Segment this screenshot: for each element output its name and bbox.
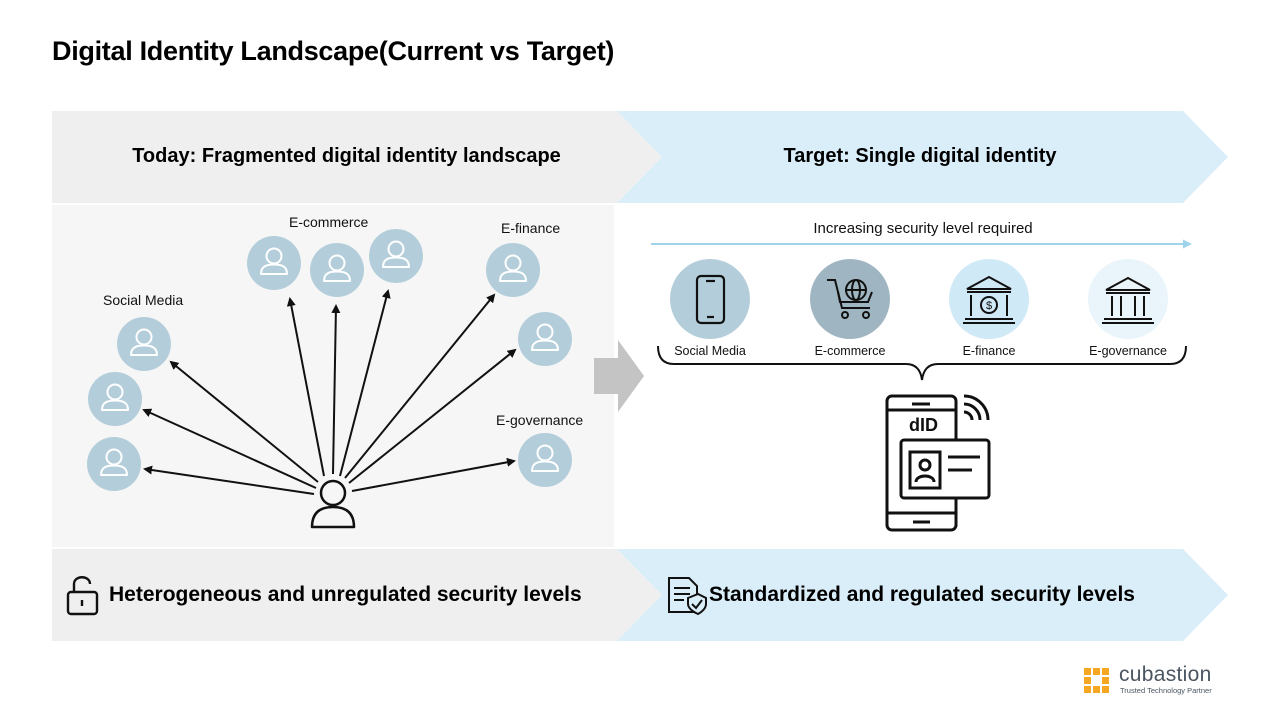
cubastion-logo-text: cubastion (1119, 663, 1212, 686)
service-label-egovernance: E-governance (1089, 344, 1167, 358)
cubastion-logo-mark (1084, 668, 1109, 693)
service-circle-efinance (949, 259, 1029, 339)
right-footer-label: Standardized and regulated security leve… (709, 583, 1135, 606)
services-brace (657, 345, 1187, 381)
arrow-to-social-3 (143, 465, 315, 495)
service-label-social-media: Social Media (674, 344, 746, 358)
shopping-cart-globe-icon (827, 279, 873, 319)
bank-dollar-icon: $ (963, 275, 1015, 324)
right-footer-band (617, 549, 1228, 641)
service-circle-egovernance (1088, 259, 1168, 339)
cubastion-tagline: Trusted Technology Partner (1120, 686, 1212, 695)
left-header-label: Today: Fragmented digital identity lands… (132, 145, 561, 167)
transition-arrow (594, 340, 644, 412)
connection-arrows (142, 289, 517, 495)
government-building-icon (1102, 276, 1154, 324)
digital-id-phone-icon (885, 394, 991, 532)
arrow-to-ecommerce-3 (339, 289, 391, 477)
page-title: Digital Identity Landscape(Current vs Ta… (52, 36, 615, 66)
person-avatar (87, 437, 141, 491)
left-footer-band (52, 549, 662, 641)
left-footer-label: Heterogeneous and unregulated security l… (109, 583, 582, 606)
arrow-to-ecommerce-1 (286, 297, 325, 477)
person-avatar (247, 236, 301, 290)
document-shield-icon (668, 577, 707, 616)
person-avatar (117, 317, 171, 371)
smartphone-icon (695, 274, 726, 325)
user-icon (310, 479, 356, 529)
arrow-to-efinance-2 (348, 348, 517, 484)
group-label-social-media: Social Media (103, 292, 184, 308)
service-circle-social (670, 259, 750, 339)
arrow-to-ecommerce-2 (331, 304, 341, 475)
did-label: dID (909, 415, 938, 435)
group-label-egovernance: E-governance (496, 412, 584, 428)
group-label-efinance: E-finance (501, 220, 561, 236)
person-avatar (518, 312, 572, 366)
unlocked-padlock-icon (66, 576, 99, 616)
right-header-label: Target: Single digital identity (783, 145, 1057, 167)
person-avatar (88, 372, 142, 426)
right-header-band (617, 111, 1228, 203)
svg-text:$: $ (986, 300, 992, 312)
security-scale-label: Increasing security level required (813, 220, 1033, 237)
arrow-to-social-1 (169, 360, 319, 483)
person-avatar (369, 229, 423, 283)
arrow-to-social-2 (142, 408, 317, 489)
person-avatar (486, 243, 540, 297)
group-label-ecommerce: E-commerce (289, 214, 369, 230)
service-label-efinance: E-finance (962, 344, 1016, 358)
service-label-ecommerce: E-commerce (814, 344, 886, 358)
person-avatar (310, 243, 364, 297)
left-header-band (52, 111, 662, 203)
arrow-to-egovernance (351, 457, 516, 492)
person-avatar (518, 433, 572, 487)
arrow-to-efinance-1 (344, 293, 496, 479)
